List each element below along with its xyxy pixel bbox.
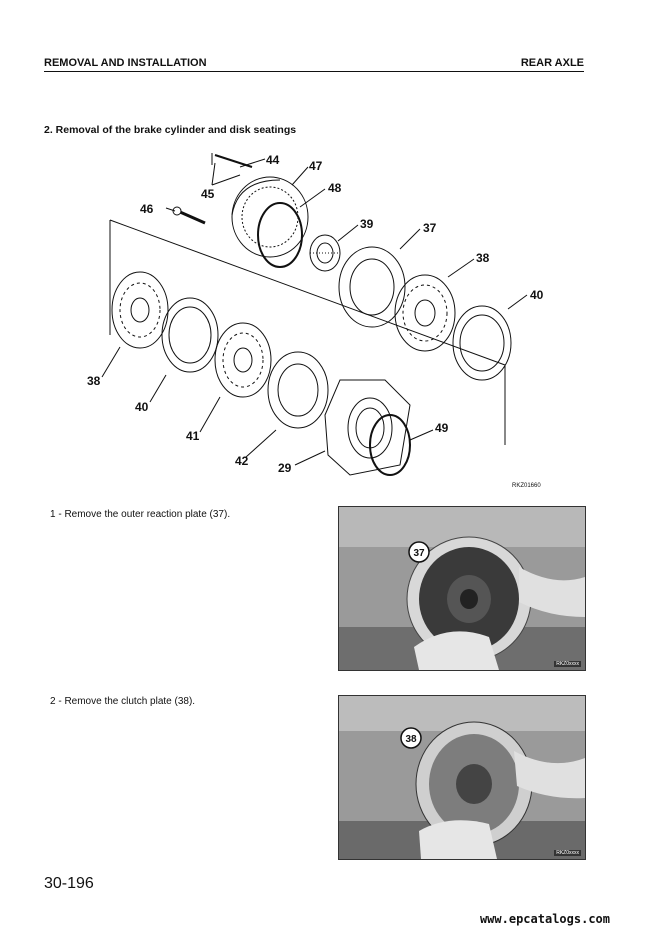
step-1-text: 1 - Remove the outer reaction plate (37)… [50,509,231,520]
callout-38-right: 38 [476,251,490,265]
callout-44: 44 [266,153,280,167]
callout-41: 41 [186,429,200,443]
callout-42: 42 [235,454,249,468]
exploded-diagram: 44 47 45 48 46 39 37 38 40 38 40 41 42 2… [80,145,560,500]
callout-40-right: 40 [530,288,544,302]
step-1-photo-svg: 37 [339,507,585,670]
callout-49: 49 [435,421,449,435]
photo-1-code: RKZ0xxxx [554,661,581,667]
callout-47: 47 [309,159,323,173]
callout-45: 45 [201,187,215,201]
callout-29: 29 [278,461,292,475]
exploded-diagram-svg: 44 47 45 48 46 39 37 38 40 38 40 41 42 2… [87,153,544,489]
photo-2-code: RKZ0xxxx [554,850,581,856]
page-number: 30-196 [44,875,94,892]
step-1-photo: 37 RKZ0xxxx [338,506,586,671]
callout-38-left: 38 [87,374,101,388]
header-component: REAR AXLE [520,57,584,69]
section-heading: 2. Removal of the brake cylinder and dis… [44,124,297,136]
callout-40-left: 40 [135,400,149,414]
photo-2-callout: 38 [405,734,417,745]
header-rule [44,71,584,72]
watermark-link[interactable]: www.epcatalogs.com [479,912,610,926]
callout-37: 37 [423,221,437,235]
callout-39: 39 [360,217,374,231]
figure-code: RKZ01660 [512,483,541,489]
callout-48: 48 [328,181,342,195]
step-2-text: 2 - Remove the clutch plate (38). [50,696,196,707]
photo-1-callout: 37 [413,548,425,559]
header-section: REMOVAL AND INSTALLATION [44,57,207,69]
step-2-photo: 38 RKZ0xxxx [338,695,586,860]
step-2-photo-svg: 38 [339,696,585,859]
callout-46: 46 [140,202,154,216]
